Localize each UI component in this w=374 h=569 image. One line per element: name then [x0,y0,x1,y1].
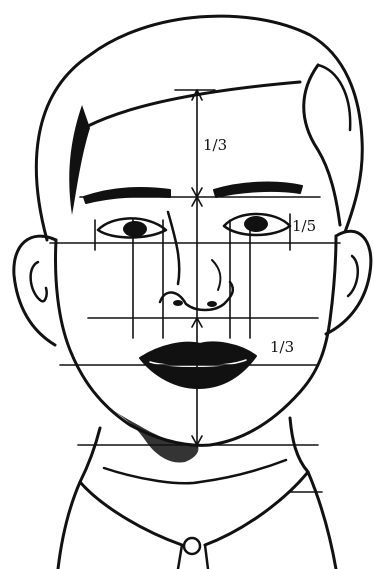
nostril-left [173,300,183,306]
shirt-left [58,482,80,569]
hair-curl [304,65,340,225]
shirt-right [308,472,336,569]
placket [178,545,208,569]
nostril-right [207,301,217,307]
beard-shading [105,405,198,463]
collar-right [205,472,308,545]
right-eyebrow [214,183,302,197]
label-eye-fifth: 1/5 [292,217,316,235]
shirt-button [184,538,200,554]
left-eyebrow [84,188,170,203]
nose-shadow [212,260,220,290]
left-ear [14,236,56,345]
left-iris [123,221,147,237]
right-ear-inner [348,256,358,296]
neck-left [80,428,100,482]
right-iris [244,216,268,232]
collar-left [80,482,182,545]
nose-bridge [168,212,179,284]
collar-band [104,460,286,483]
hair-parting [88,82,300,126]
label-forehead-third: 1/3 [203,136,227,154]
label-lower-third: 1/3 [270,338,294,356]
left-ear-inner [31,262,47,301]
